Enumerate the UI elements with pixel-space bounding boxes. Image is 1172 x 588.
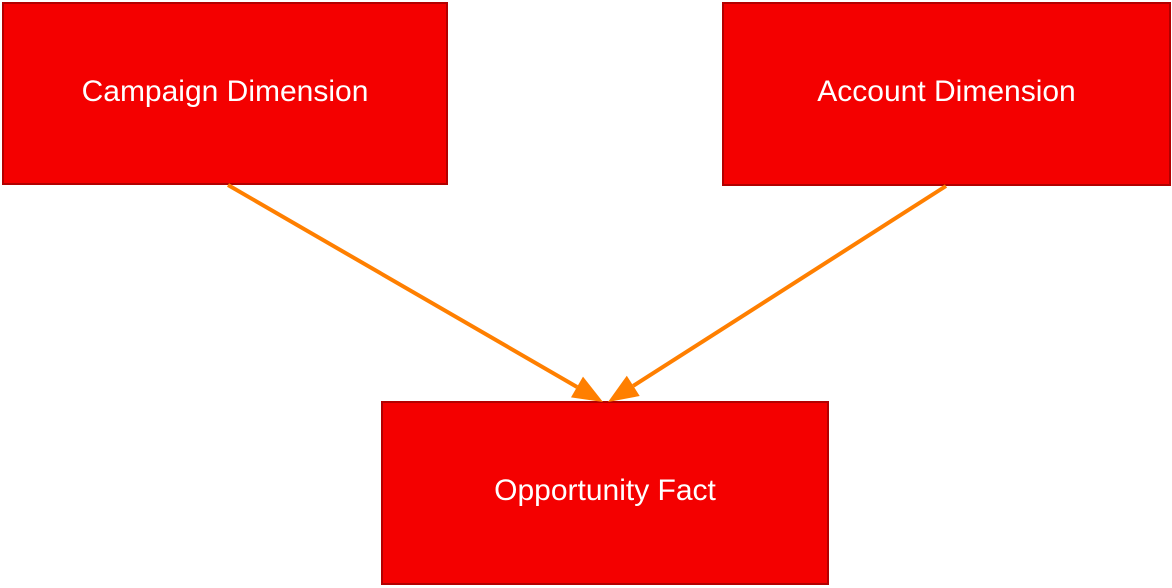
account-dimension-label: Account Dimension bbox=[817, 75, 1076, 108]
opportunity-fact-label: Opportunity Fact bbox=[494, 474, 716, 507]
edge-campaign-to-opportunity-line bbox=[226, 183, 579, 389]
opportunity-fact-node: Opportunity Fact bbox=[381, 401, 829, 585]
edge-layer bbox=[226, 183, 948, 402]
campaign-dimension-node: Campaign Dimension bbox=[2, 2, 448, 185]
edge-account-to-opportunity-line bbox=[632, 184, 948, 388]
edge-campaign-to-opportunity-arrowhead-icon bbox=[571, 376, 603, 402]
campaign-dimension-label: Campaign Dimension bbox=[81, 74, 369, 108]
account-dimension-node: Account Dimension bbox=[722, 2, 1171, 186]
edge-account-to-opportunity-arrowhead-icon bbox=[608, 375, 640, 402]
